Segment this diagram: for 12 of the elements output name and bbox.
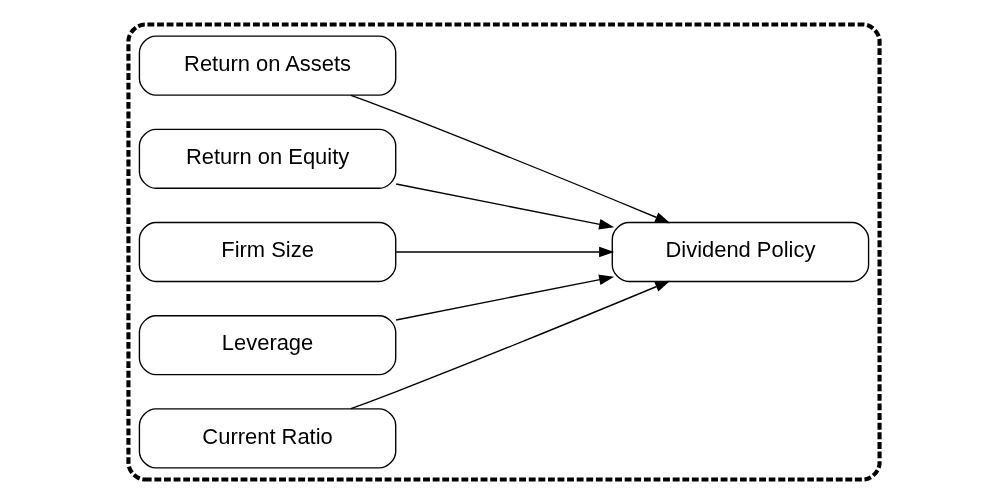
node-box: Firm Size [138,221,396,283]
node-box: Return on Assets [138,35,396,96]
node-box: Return on Equity [138,128,396,189]
cluster [125,22,882,482]
arrow [349,280,670,410]
arrow [394,246,614,258]
node-box: Dividend Policy [611,221,869,283]
arrow [349,94,670,224]
arrow [394,274,614,321]
arrow [394,183,614,230]
node-box: Current Ratio [138,408,396,469]
node-box: Leverage [138,315,396,376]
